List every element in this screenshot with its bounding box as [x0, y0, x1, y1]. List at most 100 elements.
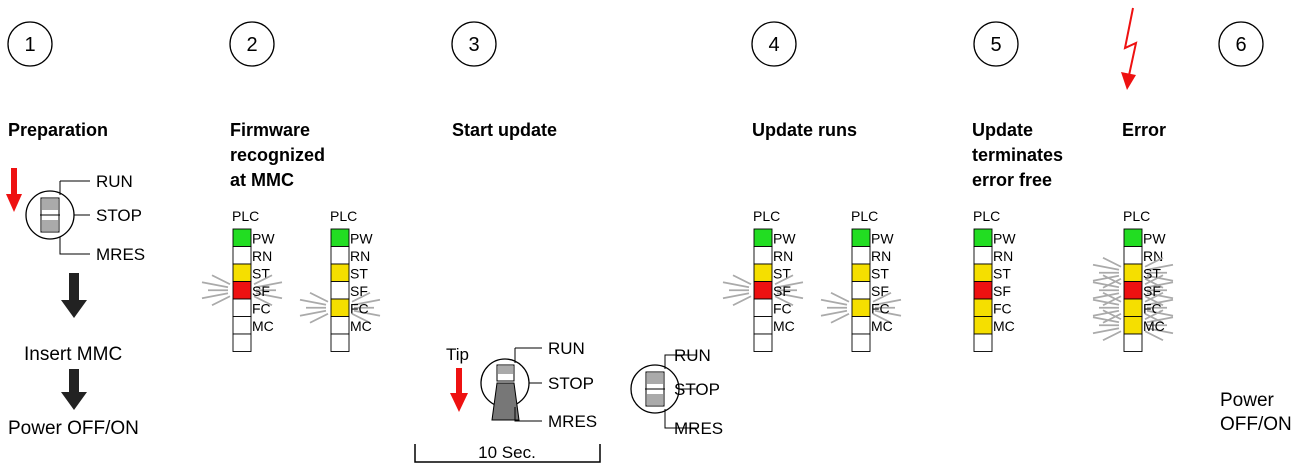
led-label-rn: RN [252, 248, 272, 264]
led-label-pw: PW [1143, 231, 1166, 247]
step3-red-down-arrow [450, 368, 468, 412]
svg-text:6: 6 [1235, 34, 1246, 56]
step-number-3: 3 [451, 21, 497, 67]
blink-ray [1102, 330, 1122, 342]
led-st [1123, 263, 1143, 282]
blink-ray [1102, 312, 1122, 324]
led-label-pw: PW [350, 231, 373, 247]
blink-ray [1102, 295, 1122, 307]
blink-ray [722, 281, 750, 289]
step3-switch-run-label: RUN [674, 346, 711, 365]
led-pw [973, 228, 993, 247]
led-fc [232, 298, 252, 317]
step-title-2-line2: recognized [230, 145, 325, 165]
step-number-4: 4 [751, 21, 797, 67]
blink-ray [1092, 263, 1120, 271]
led-label-pw: PW [252, 231, 275, 247]
blink-ray [211, 295, 231, 307]
blink-ray [309, 291, 329, 303]
led-label-rn: RN [993, 248, 1013, 264]
switch-stop-label: STOP [96, 206, 142, 225]
led-sf [330, 281, 350, 300]
blink-ray [1146, 274, 1174, 282]
plc-label: PLC [753, 208, 780, 224]
blink-ray [351, 291, 371, 303]
step-title-5-line1: Update [972, 120, 1033, 140]
led-mc [753, 316, 773, 335]
led-pw [232, 228, 252, 247]
led-pw [753, 228, 773, 247]
blink-ray [774, 274, 794, 286]
blink-ray [1092, 309, 1120, 317]
blink-ray [1102, 277, 1122, 289]
lightning-bolt-icon [1121, 7, 1138, 90]
led-rn [330, 246, 350, 265]
error-title: Error [1122, 120, 1166, 140]
led-label-rn: RN [773, 248, 793, 264]
led-label-mc: MC [993, 318, 1015, 334]
blink-ray [1144, 312, 1164, 324]
tip-switch-run-label: RUN [548, 339, 585, 358]
led-label-st: ST [993, 266, 1011, 282]
led-mc [973, 316, 993, 335]
led-sf [753, 281, 773, 300]
blink-ray [732, 274, 752, 286]
blink-ray [874, 309, 902, 317]
led-label-fc: FC [871, 301, 890, 317]
led-pw [1123, 228, 1143, 247]
led-rn [232, 246, 252, 265]
led-label-st: ST [350, 266, 368, 282]
blink-ray [820, 309, 848, 317]
led-mc [1123, 316, 1143, 335]
blink-ray [776, 292, 804, 300]
blink-ray [830, 291, 850, 303]
blink-ray [351, 312, 371, 324]
led-pw [851, 228, 871, 247]
led-sf [851, 281, 871, 300]
led-fc [1123, 298, 1143, 317]
led-spare [973, 333, 993, 352]
led-st [753, 263, 773, 282]
led-st [973, 263, 993, 282]
step-number-2: 2 [229, 21, 275, 67]
step1-red-down-arrow [6, 168, 22, 212]
led-label-fc: FC [993, 301, 1012, 317]
blink-ray [722, 292, 750, 300]
plc-label: PLC [1123, 208, 1150, 224]
blink-ray [201, 292, 229, 300]
led-label-mc: MC [871, 318, 893, 334]
led-spare [1123, 333, 1143, 352]
led-spare [753, 333, 773, 352]
blink-ray [774, 295, 794, 307]
blink-ray [1146, 316, 1174, 324]
step6-power-text: Power [1220, 390, 1275, 411]
blink-ray [1144, 256, 1164, 268]
blink-ray [874, 298, 902, 306]
blink-ray [776, 281, 804, 289]
mode-switch-step1: RUN STOP MRES [25, 172, 145, 264]
led-label-st: ST [252, 266, 270, 282]
led-label-rn: RN [350, 248, 370, 264]
led-label-fc: FC [252, 301, 271, 317]
led-rn [1123, 246, 1143, 265]
led-label-st: ST [773, 266, 791, 282]
step-title-2-line3: at MMC [230, 170, 294, 190]
blink-ray [1146, 281, 1174, 289]
led-sf [1123, 281, 1143, 300]
blink-ray [830, 312, 850, 324]
blink-ray [309, 312, 329, 324]
led-mc [330, 316, 350, 335]
led-label-st: ST [871, 266, 889, 282]
plc-label: PLC [973, 208, 1000, 224]
step3-switch-mres-label: MRES [674, 419, 723, 438]
step-number-1: 1 [7, 21, 53, 67]
plc-label: PLC [232, 208, 259, 224]
blink-ray [872, 291, 892, 303]
tip-label: Tip [446, 345, 469, 364]
blink-ray [253, 274, 273, 286]
